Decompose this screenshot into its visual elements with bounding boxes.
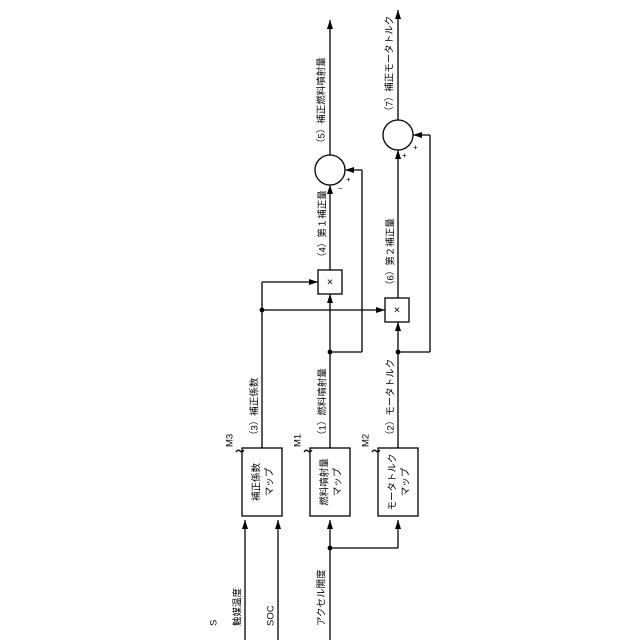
input-soc: SOC <box>266 605 277 626</box>
sum1-sign-bottom: − <box>338 184 343 193</box>
sum1-sign-right: + <box>346 175 351 184</box>
block-m2: モータトルク マップ <box>378 448 418 516</box>
block-m2-line2: マップ <box>401 467 412 496</box>
signal-7-label: （7）補正モータトルク <box>384 16 396 116</box>
multiplier-2: × <box>385 298 409 322</box>
summing-junction-2: + + <box>383 120 418 160</box>
sum2-sign-bottom: + <box>402 151 407 160</box>
block-m3-line2: マップ <box>265 467 276 496</box>
block-m3-line1: 補正係数 <box>251 463 263 502</box>
signal-labels: （3）補正係数 （1）燃料噴射量 （2）モータトルク （4）第１補正量 （6）第… <box>249 16 397 440</box>
signal-2-label: （2）モータトルク <box>385 359 397 440</box>
block-m2-line1: モータトルク <box>388 453 399 510</box>
sum2-sign-right: + <box>413 143 418 152</box>
tag-m1: M1 <box>293 434 304 447</box>
signal-4-label: （4）第１補正量 <box>317 190 329 262</box>
block-m1-line1: 燃料噴射量 <box>319 458 331 506</box>
signal-1-label: （1）燃料噴射量 <box>317 368 329 440</box>
block-m1: 燃料噴射量 マップ <box>310 448 350 516</box>
tag-m3: M3 <box>225 434 236 447</box>
signal-wires <box>245 10 430 640</box>
signal-5-label: （5）補正燃料噴射量 <box>316 57 328 148</box>
input-labels: S 触媒温度 SOC アクセル開度 <box>209 569 328 626</box>
multiplier-1: × <box>318 270 342 294</box>
summing-junction-1: − + <box>315 155 351 193</box>
multiplier-2-symbol: × <box>394 304 400 316</box>
input-accel: アクセル開度 <box>316 569 328 626</box>
tag-m2: M2 <box>361 434 372 447</box>
input-catalyst-temp: 触媒温度 <box>232 587 244 626</box>
signal-3-label: （3）補正係数 <box>249 377 261 440</box>
block-m3: 補正係数 マップ <box>242 448 282 516</box>
figure-label: S <box>209 620 220 626</box>
block-m1-line2: マップ <box>333 467 344 496</box>
multiplier-1-symbol: × <box>327 276 333 288</box>
signal-6-label: （6）第２補正量 <box>385 218 397 290</box>
